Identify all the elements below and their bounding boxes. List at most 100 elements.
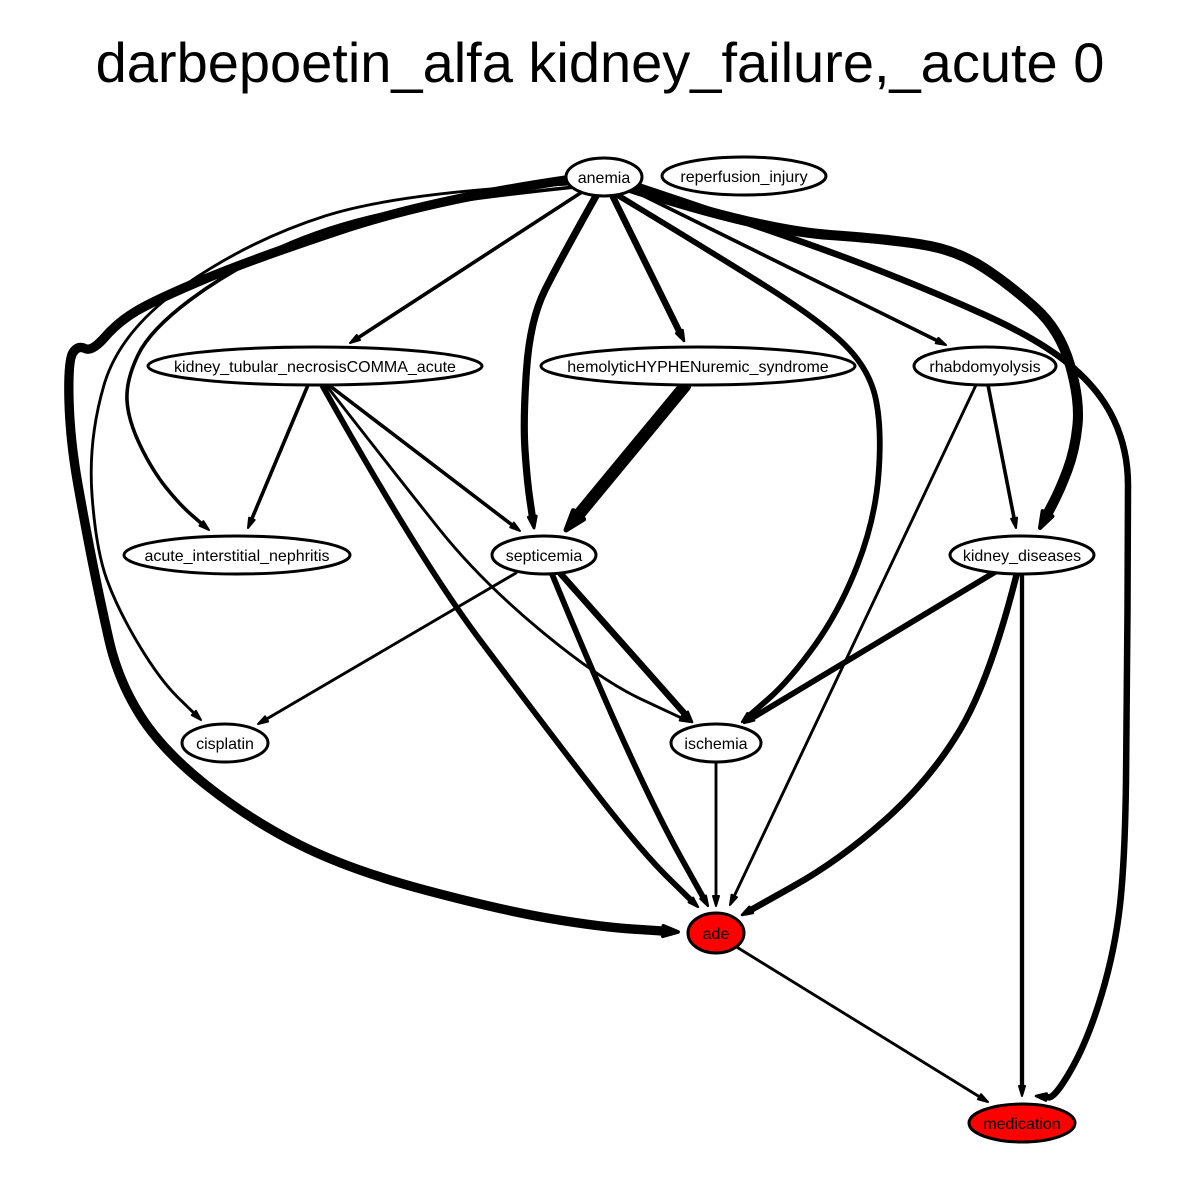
edge-line bbox=[248, 383, 310, 525]
edge-line bbox=[520, 192, 600, 525]
node-cisplatin[interactable]: cisplatin bbox=[180, 722, 270, 764]
node-kidney-diseases[interactable]: kidney_diseases bbox=[948, 534, 1096, 576]
edge-arrowhead bbox=[674, 328, 686, 343]
edge-line bbox=[328, 384, 518, 530]
node-ischemia[interactable]: ischemia bbox=[669, 722, 763, 764]
edge-arrowhead bbox=[1010, 516, 1019, 529]
node-shape bbox=[122, 534, 352, 576]
node-label: septicemia bbox=[506, 548, 583, 565]
node-reperfusion-injury[interactable]: reperfusion_injury bbox=[660, 155, 828, 197]
node-septicemia[interactable]: septicemia bbox=[490, 534, 598, 576]
edge-anemia-to-septicemia bbox=[520, 192, 600, 530]
node-ade[interactable]: ade bbox=[686, 911, 746, 955]
edge-anemia-to-cisplatin bbox=[89, 182, 572, 721]
node-shape bbox=[686, 911, 746, 955]
edge-septicemia-to-ade bbox=[549, 571, 710, 908]
node-label: reperfusion_injury bbox=[680, 169, 807, 186]
node-label: cisplatin bbox=[196, 736, 254, 753]
edge-rhabdomyolysis-to-ade bbox=[729, 383, 978, 906]
edge-anemia-to-ade bbox=[64, 175, 680, 939]
graph-title: darbepoetin_alfa kidney_failure,_acute 0 bbox=[96, 31, 1105, 94]
edge-line bbox=[64, 175, 674, 937]
edge-arrowhead bbox=[1034, 1092, 1048, 1102]
edge-line bbox=[549, 571, 708, 904]
edge-arrowhead bbox=[257, 715, 270, 725]
node-label: rhabdomyolysis bbox=[929, 359, 1040, 376]
edge-line bbox=[733, 944, 985, 1101]
node-shape bbox=[539, 345, 857, 387]
node-shape bbox=[180, 722, 270, 764]
node-shape bbox=[490, 534, 598, 576]
edge-anemia-to-kidney_diseases bbox=[624, 182, 1084, 531]
edge-arrowhead bbox=[681, 710, 694, 724]
node-label: kidney_diseases bbox=[963, 548, 1081, 565]
edge-line bbox=[616, 193, 883, 721]
edge-arrowhead bbox=[712, 895, 720, 907]
edge-layer bbox=[64, 175, 1132, 1103]
edge-ade-to-medication bbox=[733, 944, 989, 1103]
edge-arrowhead bbox=[699, 894, 710, 908]
edge-line bbox=[986, 383, 1017, 524]
edge-line bbox=[634, 190, 943, 345]
edge-arrowhead bbox=[349, 334, 362, 344]
edge-line bbox=[261, 571, 518, 723]
edge-arrowhead bbox=[660, 924, 680, 939]
edge-kidney_tubular_necrosis-to-ade bbox=[319, 382, 700, 909]
edge-anemia-to-ischemia bbox=[616, 193, 883, 724]
edge-anemia-to-kidney_tubular_necrosis bbox=[349, 190, 584, 344]
edge-line bbox=[319, 382, 697, 906]
edge-kidney_diseases-to-ade bbox=[740, 569, 1021, 917]
edge-anemia-to-rhabdomyolysis bbox=[634, 190, 947, 346]
node-label: anemia bbox=[578, 170, 631, 187]
node-medication[interactable]: medication bbox=[967, 1102, 1077, 1144]
edge-septicemia-to-ischemia bbox=[556, 569, 694, 724]
node-layer: anemia reperfusion_injury kidney_tubular_n… bbox=[122, 155, 1096, 1144]
edge-line bbox=[567, 379, 692, 528]
edge-kidney_diseases-to-ischemia bbox=[742, 569, 998, 725]
edge-line bbox=[89, 182, 572, 718]
node-label: ischemia bbox=[684, 736, 747, 753]
edge-line bbox=[609, 193, 685, 339]
edge-arrowhead bbox=[1037, 509, 1055, 531]
node-anemia[interactable]: anemia bbox=[564, 156, 644, 198]
edge-arrowhead bbox=[526, 514, 538, 530]
node-shape bbox=[146, 345, 484, 387]
edge-septicemia-to-cisplatin bbox=[257, 571, 518, 725]
edge-arrowhead bbox=[198, 520, 210, 531]
node-rhabdomyolysis[interactable]: rhabdomyolysis bbox=[912, 345, 1058, 387]
edge-arrowhead bbox=[729, 893, 738, 906]
edge-line bbox=[324, 383, 687, 721]
edge-arrowhead bbox=[247, 516, 256, 529]
node-hemolytic-uremic[interactable]: hemolyticHYPHENuremic_syndrome bbox=[539, 345, 857, 387]
edge-arrowhead bbox=[563, 508, 587, 533]
edge-line bbox=[624, 182, 1084, 525]
node-shape bbox=[564, 156, 644, 198]
node-shape bbox=[669, 722, 763, 764]
edge-line bbox=[353, 190, 584, 342]
edge-ischemia-to-ade bbox=[712, 760, 720, 907]
edge-kidney_tubular_necrosis-to-acute_interstitial_nephritis bbox=[247, 383, 310, 529]
node-acute-interstitial-nephritis[interactable]: acute_interstitial_nephritis bbox=[122, 534, 352, 576]
edge-arrowhead bbox=[742, 713, 756, 725]
node-kidney-tubular-necrosis[interactable]: kidney_tubular_necrosisCOMMA_acute bbox=[146, 345, 484, 387]
edge-line bbox=[634, 182, 1132, 1101]
node-label: acute_interstitial_nephritis bbox=[145, 548, 330, 565]
edge-anemia-to-medication bbox=[634, 182, 1132, 1102]
edge-hemolytic_uremic-to-septicemia bbox=[563, 379, 692, 533]
edge-kidney_tubular_necrosis-to-septicemia bbox=[328, 384, 521, 532]
edge-arrowhead bbox=[1018, 1085, 1026, 1097]
edge-arrowhead bbox=[934, 336, 947, 346]
node-label: kidney_tubular_necrosisCOMMA_acute bbox=[174, 359, 456, 376]
edge-kidney_diseases-to-medication bbox=[1018, 571, 1026, 1097]
edge-arrowhead bbox=[687, 896, 700, 909]
edge-rhabdomyolysis-to-kidney_diseases bbox=[986, 383, 1019, 529]
edge-arrowhead bbox=[976, 1093, 989, 1103]
node-shape bbox=[660, 155, 828, 197]
edge-arrowhead bbox=[190, 709, 202, 721]
edge-arrowhead bbox=[740, 905, 755, 917]
node-shape bbox=[948, 534, 1096, 576]
node-label: ade bbox=[703, 926, 730, 943]
edge-line bbox=[744, 569, 1021, 916]
edge-arrowhead bbox=[509, 521, 521, 532]
